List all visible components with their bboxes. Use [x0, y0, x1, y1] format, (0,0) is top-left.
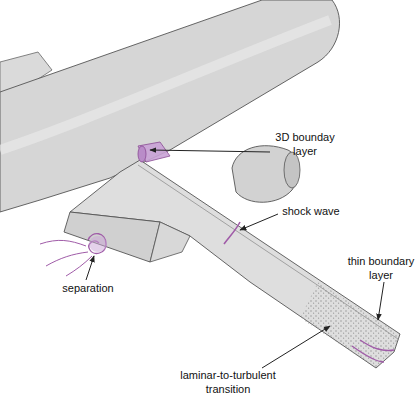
boundary-layer-3d-end [138, 146, 146, 162]
leader-arrow [262, 326, 330, 368]
separation-streamlines [40, 240, 92, 276]
shock-wave-line [224, 222, 240, 244]
callout-label: laminar-to-turbulent transition [166, 368, 290, 396]
boundary-layer-3d [138, 142, 170, 162]
engine-inlet [284, 152, 300, 188]
callout-label: 3D bounday layer [262, 130, 348, 158]
separation-zone [89, 236, 107, 252]
separation-vortex [88, 234, 106, 254]
leader-arrow [240, 214, 278, 230]
flap-outer [150, 222, 190, 262]
callout-label: shock wave [276, 204, 346, 218]
callout-label: separation [48, 281, 128, 295]
flap [64, 212, 160, 262]
callout-label: thin boundary layer [346, 254, 416, 282]
leader-arrow [150, 150, 270, 152]
fuselage-highlight [0, 20, 330, 150]
thin-boundary-layer [352, 340, 394, 362]
turbulent-region [300, 282, 400, 368]
leader-arrow [86, 256, 94, 280]
leader-arrow [378, 282, 384, 320]
